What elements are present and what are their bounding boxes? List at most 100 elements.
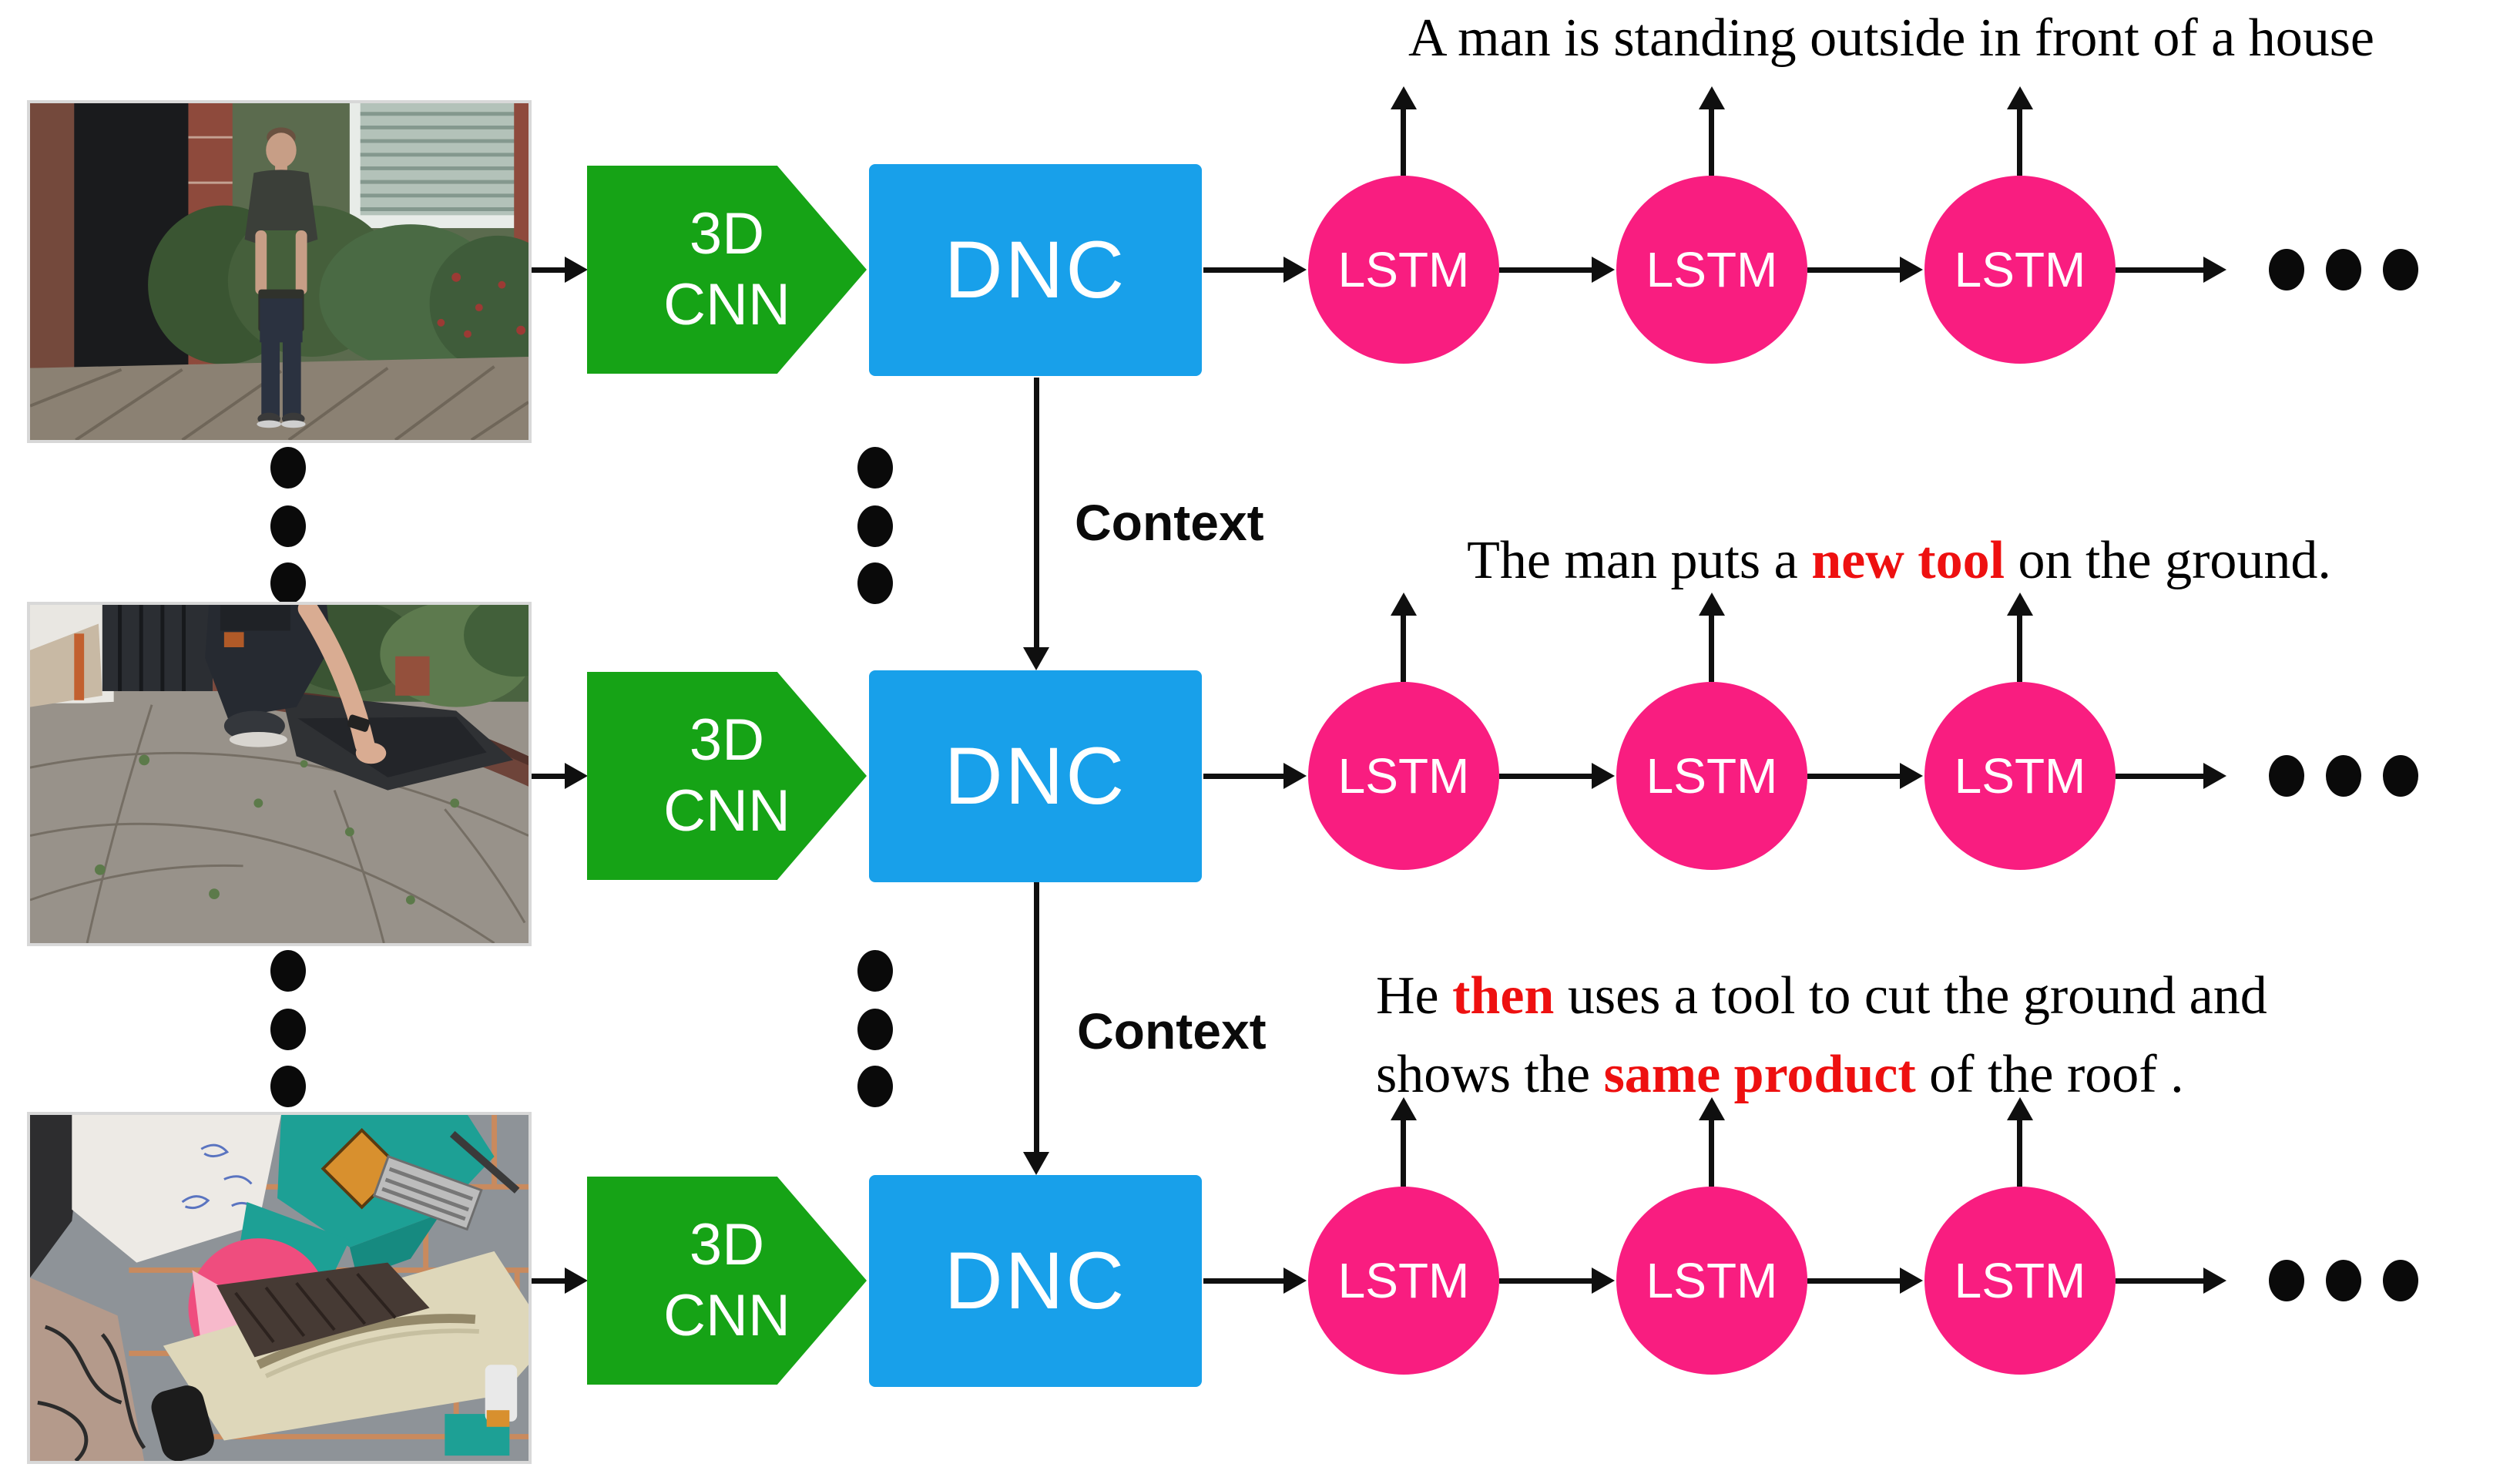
cnn-ellipsis-1-dot-3 [857, 562, 893, 604]
caption-sentence-1: A man is standing outside in front of a … [1267, 8, 2515, 69]
frames-ellipsis-2-dot-2 [270, 1009, 306, 1050]
lstm-3-1-label: LSTM [1337, 1253, 1470, 1308]
caption-2-post: on the ground. [2005, 531, 2331, 590]
lstm-1-2-label: LSTM [1646, 242, 1778, 297]
lstm2-1-output-arrow-line [1401, 616, 1406, 682]
caption-sentence-2: The man puts a new tool on the ground. [1329, 530, 2469, 592]
row3-continuation-dot-2 [2326, 1260, 2361, 1301]
lstm3-2-output-arrow-head [1699, 1097, 1725, 1120]
frames-ellipsis-1-dot-3 [270, 562, 306, 604]
row3-continuation-dot-3 [2383, 1260, 2418, 1301]
frames-ellipsis-2-dot-3 [270, 1066, 306, 1107]
lstm-node-2-2: LSTM [1616, 682, 1807, 870]
cnn-1-label-line1: 3D [689, 201, 765, 267]
frame1-to-cnn1-arrow-head [565, 257, 588, 283]
lstm3-3-output-arrow-line [2017, 1120, 2022, 1187]
dnc1-to-lstm-arrow-line [1203, 267, 1285, 273]
lstm3-1-to-3-2-arrow-line [1499, 1278, 1593, 1284]
lstm-node-3-1: LSTM [1308, 1187, 1499, 1375]
dnc1-to-lstm-arrow-head [1283, 257, 1307, 283]
context-arrow-2-head [1023, 1152, 1049, 1175]
lstm2-1-to-2-2-arrow-line [1499, 774, 1593, 779]
lstm-node-1-1: LSTM [1308, 176, 1499, 364]
frame3-to-cnn3-arrow-head [565, 1268, 588, 1294]
lstm-1-1-label: LSTM [1337, 242, 1470, 297]
cnn-ellipsis-2-dot-2 [857, 1009, 893, 1050]
cnn-node-3: 3D CNN [587, 1177, 867, 1385]
video-frame-1-image [30, 103, 528, 440]
lstm3-1-output-arrow-head [1391, 1097, 1417, 1120]
context-arrow-2-line [1034, 882, 1039, 1152]
dnc-2-label: DNC [944, 730, 1127, 821]
cnn-2-label-line1: 3D [689, 707, 765, 773]
lstm-node-3-2: LSTM [1616, 1187, 1807, 1375]
lstm2-3-output-arrow-line [2017, 616, 2022, 682]
lstm1-1-output-arrow-head [1391, 86, 1417, 109]
context-1-text: Context [1075, 494, 1264, 551]
row2-continuation-dot-2 [2326, 755, 2361, 797]
cnn-ellipsis-2-dot-1 [857, 950, 893, 992]
dnc-node-2: DNC [869, 670, 1202, 882]
dnc2-to-lstm-arrow-line [1203, 774, 1285, 779]
dnc-1-label: DNC [944, 224, 1127, 315]
lstm-node-2-1: LSTM [1308, 682, 1499, 870]
dnc2-to-lstm-arrow-head [1283, 763, 1307, 789]
lstm2-1-to-2-2-arrow-head [1592, 763, 1615, 789]
lstm-3-3-label: LSTM [1954, 1253, 2086, 1308]
cnn-1-label-line2: CNN [663, 272, 790, 337]
lstm3-1-to-3-2-arrow-head [1592, 1268, 1615, 1294]
caption-2-highlight: new tool [1811, 531, 2005, 590]
lstm1-3-out-arrow-line [2116, 267, 2205, 273]
lstm-2-3-label: LSTM [1954, 748, 2086, 804]
context-arrow-1-head [1023, 647, 1049, 670]
caption-3-line1-highlight: then [1452, 966, 1555, 1026]
frames-ellipsis-1-dot-1 [270, 447, 306, 489]
caption-3-line2-pre: shows the [1376, 1045, 1604, 1104]
lstm1-3-output-arrow-line [2017, 109, 2022, 176]
lstm1-2-output-arrow-head [1699, 86, 1725, 109]
frames-ellipsis-2-dot-1 [270, 950, 306, 992]
video-frame-2 [27, 602, 532, 946]
lstm1-1-to-1-2-arrow-line [1499, 267, 1593, 273]
caption-3-line2-post: of the roof . [1915, 1045, 2184, 1104]
lstm2-2-output-arrow-head [1699, 593, 1725, 616]
cnn-3-label-line2: CNN [663, 1283, 790, 1348]
row1-continuation-dot-1 [2269, 249, 2304, 290]
lstm-1-3-label: LSTM [1954, 242, 2086, 297]
lstm1-2-to-1-3-arrow-line [1807, 267, 1901, 273]
dnc-node-1: DNC [869, 164, 1202, 376]
lstm2-3-output-arrow-head [2007, 593, 2033, 616]
lstm3-2-output-arrow-line [1709, 1120, 1714, 1187]
lstm1-2-output-arrow-line [1709, 109, 1714, 176]
context-label-1: Context [1075, 493, 1264, 552]
row3-continuation-dot-1 [2269, 1260, 2304, 1301]
dnc-3-label: DNC [944, 1235, 1127, 1326]
caption-3-line1-post: uses a tool to cut the ground and [1554, 966, 2267, 1026]
lstm2-2-to-2-3-arrow-head [1900, 763, 1923, 789]
video-frame-3-image [30, 1115, 528, 1461]
lstm3-1-output-arrow-line [1401, 1120, 1406, 1187]
lstm-3-2-label: LSTM [1646, 1253, 1778, 1308]
lstm3-3-out-arrow-line [2116, 1278, 2205, 1284]
caption-2-pre: The man puts a [1467, 531, 1812, 590]
lstm1-1-output-arrow-line [1401, 109, 1406, 176]
lstm3-3-output-arrow-head [2007, 1097, 2033, 1120]
caption-3-line1-pre: He [1376, 966, 1453, 1026]
lstm2-2-to-2-3-arrow-line [1807, 774, 1901, 779]
context-label-2: Context [1077, 1002, 1267, 1060]
row1-continuation-dot-2 [2326, 249, 2361, 290]
cnn-ellipsis-1-dot-2 [857, 505, 893, 547]
lstm1-3-output-arrow-head [2007, 86, 2033, 109]
frames-ellipsis-1-dot-2 [270, 505, 306, 547]
video-frame-3 [27, 1112, 532, 1464]
row2-continuation-dot-1 [2269, 755, 2304, 797]
cnn-ellipsis-1-dot-1 [857, 447, 893, 489]
lstm1-3-out-arrow-head [2203, 257, 2226, 283]
row1-continuation-dot-3 [2383, 249, 2418, 290]
cnn-3-label-line1: 3D [689, 1212, 765, 1278]
cnn-node-2: 3D CNN [587, 672, 867, 880]
lstm-2-1-label: LSTM [1337, 748, 1470, 804]
frame2-to-cnn2-arrow-line [532, 774, 566, 779]
caption-3-line2-highlight: same product [1603, 1045, 1916, 1104]
frame3-to-cnn3-arrow-line [532, 1278, 566, 1284]
